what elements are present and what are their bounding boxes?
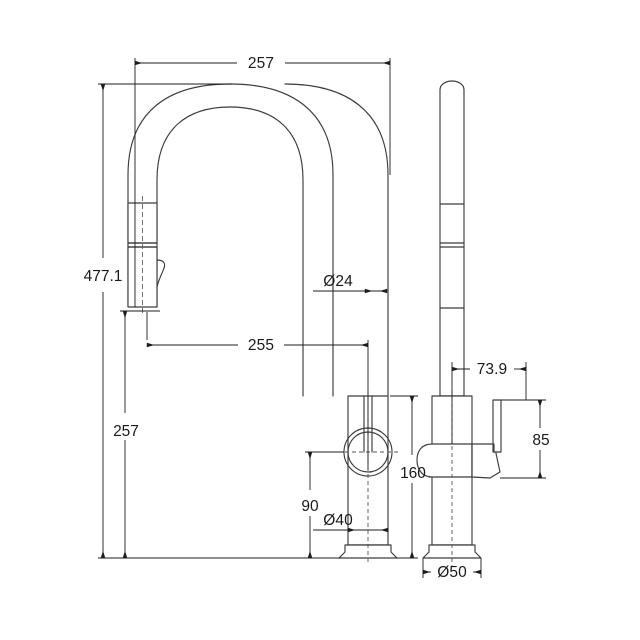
side-handle-assembly bbox=[416, 399, 502, 479]
dim-85: 85 bbox=[500, 399, 550, 479]
pullout-spray-head bbox=[127, 196, 166, 314]
dim-160: 160 bbox=[390, 395, 426, 559]
view-front-elevation bbox=[127, 83, 398, 562]
dim-255: 255 bbox=[146, 312, 369, 470]
dim-477-1-label: 477.1 bbox=[84, 268, 123, 285]
dim-d50: Ø50 bbox=[422, 558, 482, 581]
dim-255-label: 255 bbox=[248, 337, 274, 354]
dim-73-9-label: 73.9 bbox=[477, 361, 508, 378]
dim-90: 90 bbox=[301, 451, 344, 559]
riser-right-profile bbox=[284, 83, 389, 176]
dim-257-left-label: 257 bbox=[113, 423, 139, 440]
dim-d24-label: Ø24 bbox=[323, 273, 353, 290]
gooseneck-inner-profile bbox=[156, 106, 304, 397]
dim-d40: Ø40 bbox=[313, 512, 389, 533]
side-spout-column bbox=[439, 80, 465, 397]
dim-85-label: 85 bbox=[532, 432, 549, 449]
dim-160-label: 160 bbox=[400, 465, 426, 482]
dim-477-1: 477.1 bbox=[84, 83, 340, 559]
dim-90-label: 90 bbox=[301, 498, 319, 515]
handle-hub-knuckle bbox=[416, 443, 473, 478]
dim-d50-label: Ø50 bbox=[437, 564, 467, 581]
dim-257-top: 257 bbox=[134, 55, 391, 307]
dim-d40-label: Ø40 bbox=[323, 512, 353, 529]
dim-257-left: 257 bbox=[113, 310, 160, 559]
dim-73-9: 73.9 bbox=[451, 361, 527, 444]
view-side-elevation bbox=[416, 80, 502, 566]
tap-body-assembly bbox=[338, 390, 398, 562]
handle-lever-arm bbox=[492, 399, 502, 453]
spray-mode-lever bbox=[156, 259, 166, 288]
dim-257-top-label: 257 bbox=[248, 55, 274, 72]
dim-d24: Ø24 bbox=[313, 273, 388, 294]
